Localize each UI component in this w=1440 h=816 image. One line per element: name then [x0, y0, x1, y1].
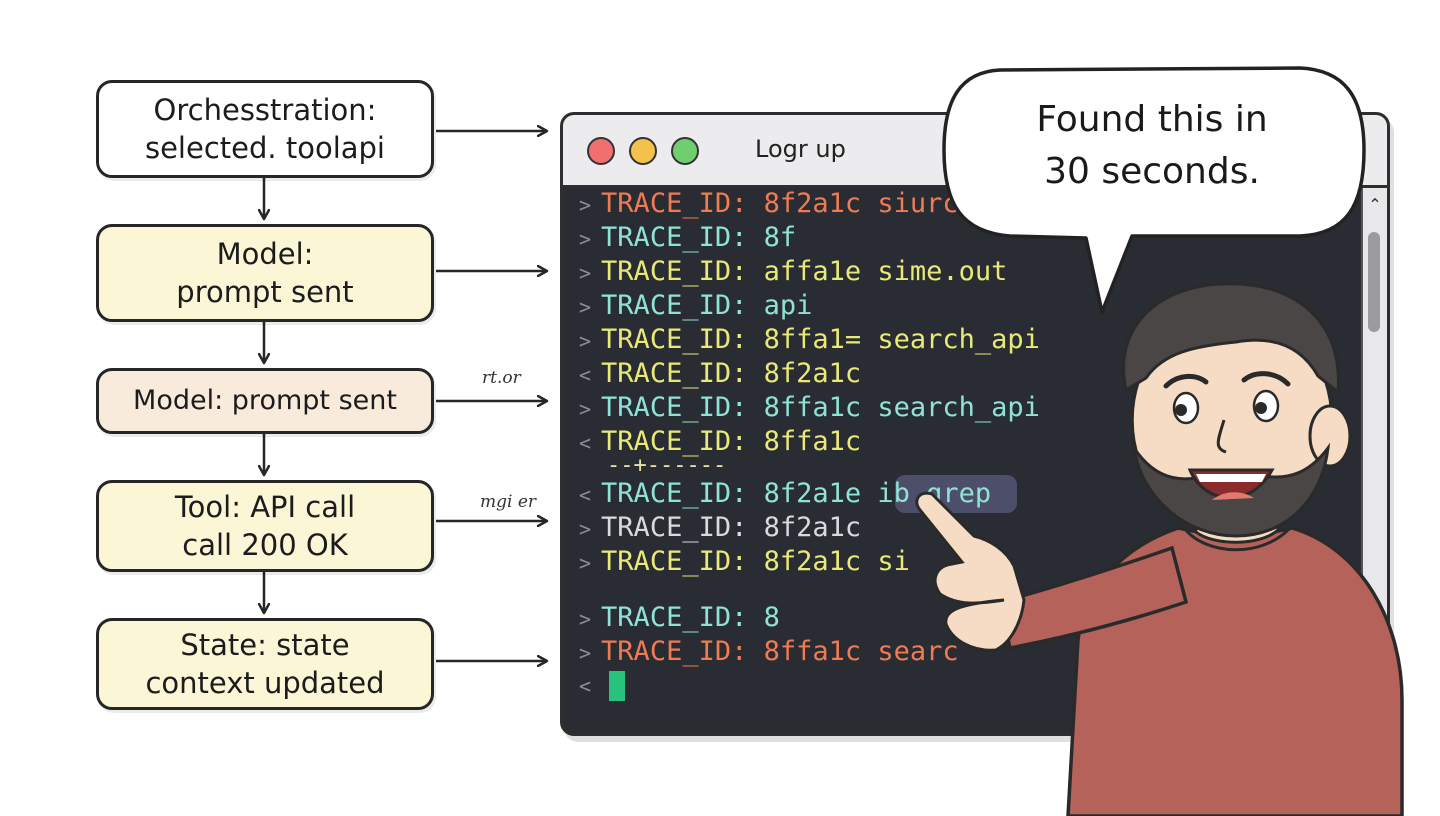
flow-step-label: Model: prompt sent	[133, 385, 397, 416]
prompt-chevron-icon: >	[579, 517, 592, 541]
close-window-button[interactable]	[587, 137, 615, 165]
log-line-text: TRACE_ID: 8f2a1c	[601, 358, 862, 389]
log-line-text: TRACE_ID: 8f2a1c si	[601, 546, 910, 577]
minimize-window-button[interactable]	[629, 137, 657, 165]
flow-step-state: State: state context updated	[96, 618, 434, 710]
log-line: > TRACE_ID: affa1e sime.out	[579, 255, 1007, 290]
prompt-chevron-icon: >	[579, 193, 592, 217]
log-line-text: TRACE_ID: 8ffa1= search_api	[601, 324, 1040, 355]
terminal-title: Logr up	[755, 135, 846, 163]
log-line-text: TRACE_ID: 8ffa1c	[601, 426, 862, 457]
log-line-text: TRACE_ID: 8f	[601, 222, 797, 253]
flow-step-model-2: Model: prompt sent	[96, 368, 434, 434]
flow-step-label: Orchesstration: selected. toolapi	[144, 93, 385, 165]
log-line: < TRACE_ID: 8f2a1c	[579, 357, 861, 392]
flow-step-orchestration: Orchesstration: selected. toolapi	[96, 80, 434, 178]
speech-bubble	[942, 66, 1366, 314]
prompt-chevron-icon: >	[579, 329, 592, 353]
log-line-text: TRACE_ID: 8ffa1c searc	[601, 636, 959, 667]
log-line: > TRACE_ID: 8ffa1c search_api	[579, 391, 1040, 426]
log-line: > TRACE_ID: 8f2a1c si	[579, 545, 910, 580]
prompt-chevron-icon: >	[579, 607, 592, 631]
scrollbar-thumb[interactable]	[1368, 232, 1380, 332]
prompt-chevron-icon: >	[579, 397, 592, 421]
prompt-chevron-icon: <	[579, 363, 592, 387]
scroll-up-chevron-icon[interactable]: ⌃	[1368, 195, 1382, 214]
cursor-prompt-chevron-icon: <	[579, 674, 592, 698]
speech-bubble-text: Found this in 30 seconds.	[1036, 99, 1268, 192]
prompt-chevron-icon: >	[579, 551, 592, 575]
flow-step-tool: Tool: API call call 200 OK	[96, 480, 434, 572]
log-line: > TRACE_ID: 8	[579, 601, 780, 636]
log-line-text: TRACE_ID: 8	[601, 602, 780, 633]
log-line: > TRACE_ID: 8ffa1c searc	[579, 635, 959, 670]
prompt-chevron-icon: >	[579, 641, 592, 665]
flow-step-label: Model: prompt sent	[176, 237, 354, 309]
flow-step-model-1: Model: prompt sent	[96, 224, 434, 322]
log-line: > TRACE_ID: 8f	[579, 221, 796, 256]
prompt-chevron-icon: <	[579, 431, 592, 455]
log-line-text: TRACE_ID: 8f2a1c	[601, 512, 862, 543]
log-line: > TRACE_ID: api	[579, 289, 812, 324]
log-line-text: TRACE_ID: 8ffa1c search_api	[601, 392, 1040, 423]
log-separator: --+------	[607, 453, 727, 478]
flow-step-label: Tool: API call call 200 OK	[174, 490, 356, 562]
grep-highlight	[895, 475, 1017, 513]
log-line: > TRACE_ID: 8f2a1c siurc	[579, 187, 959, 222]
arrow-label-2: mgi er	[480, 492, 537, 512]
person-hair	[1122, 282, 1340, 395]
log-line-text: TRACE_ID: api	[601, 290, 813, 321]
prompt-chevron-icon: >	[579, 295, 592, 319]
log-line: > TRACE_ID: 8ffa1= search_api	[579, 323, 1040, 358]
person-arm	[997, 545, 1189, 651]
prompt-chevron-icon: <	[579, 483, 592, 507]
log-line-text: TRACE_ID: affa1e sime.out	[601, 256, 1008, 287]
person-hand	[915, 491, 1026, 652]
maximize-window-button[interactable]	[671, 137, 699, 165]
prompt-chevron-icon: >	[579, 227, 592, 251]
text-cursor[interactable]	[609, 671, 625, 701]
log-line: > TRACE_ID: 8f2a1c	[579, 511, 861, 546]
arrow-label-1: rt.or	[482, 368, 521, 388]
log-line: < TRACE_ID: 8ffa1c	[579, 425, 861, 460]
prompt-chevron-icon: >	[579, 261, 592, 285]
flow-step-label: State: state context updated	[145, 628, 385, 700]
log-line-text: TRACE_ID: 8f2a1c siurc	[601, 188, 959, 219]
